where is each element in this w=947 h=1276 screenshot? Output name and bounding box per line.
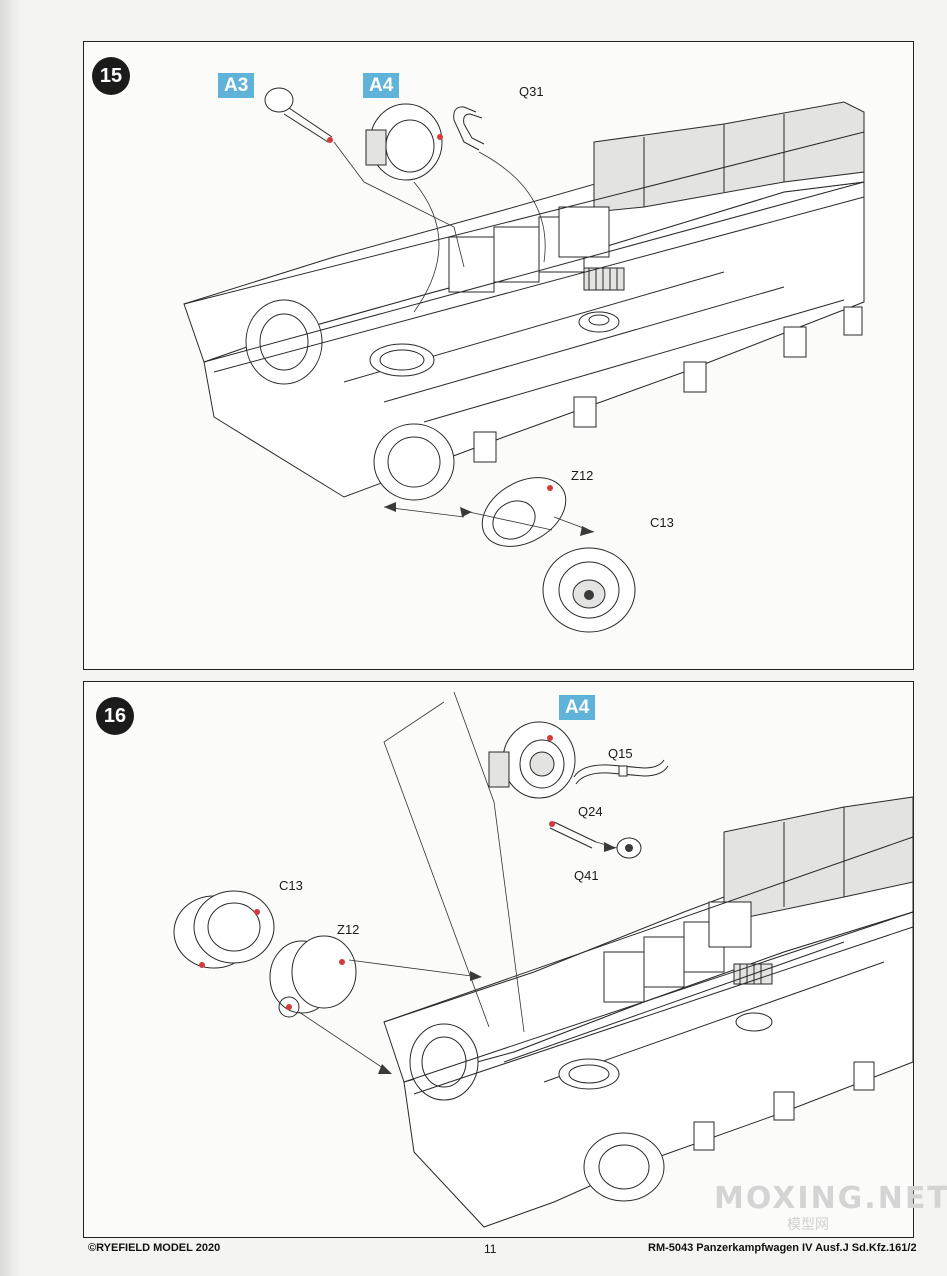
step-15-ref-a3: A3	[218, 73, 255, 98]
watermark-subtitle: 模型网	[787, 1216, 829, 1232]
step-15-illustration	[183, 87, 865, 633]
part-label-q15: Q15	[608, 746, 633, 761]
watermark-logo: MOXING.NET	[714, 1181, 947, 1216]
suspension-brackets	[473, 306, 863, 463]
step-16-ref-a4: A4	[559, 695, 596, 720]
part-label-q24: Q24	[578, 804, 603, 819]
part-a3-drive-shaft	[264, 87, 333, 143]
part-a4-final-drive	[488, 721, 576, 799]
part-label-z12: Z12	[337, 922, 360, 937]
engine-grille	[583, 267, 625, 291]
part-q24-shaft	[549, 821, 597, 849]
step-16-illustration	[173, 691, 914, 1228]
footer-copyright: ©RYEFIELD MODEL 2020	[88, 1242, 221, 1254]
part-label-c13: C13	[650, 515, 674, 530]
footer-product-title: RM-5043 Panzerkampfwagen IV Ausf.J Sd.Kf…	[648, 1242, 917, 1254]
part-c13-hub	[173, 890, 275, 969]
part-q15-pipe	[573, 759, 669, 785]
footer-page-number: 11	[484, 1242, 497, 1256]
part-label-q41: Q41	[574, 868, 599, 883]
part-c13-hub	[542, 547, 636, 633]
part-z12-ring	[269, 935, 357, 1018]
suspension-brackets	[693, 1061, 875, 1151]
step-15-ref-a4: A4	[363, 73, 400, 98]
part-label-c13: C13	[279, 878, 303, 893]
step-15-panel: 15 A3 A4 Q31 Z12 C13	[83, 41, 914, 670]
step-16-panel: 16 A4 Q15 Q24 Q41 C13 Z12	[83, 681, 914, 1238]
part-label-z12: Z12	[571, 468, 594, 483]
part-q41-coupling	[616, 837, 642, 859]
part-label-q31: Q31	[519, 84, 544, 99]
step-15-number: 15	[92, 57, 130, 95]
page-binding-edge	[0, 0, 22, 1276]
step-16-number: 16	[96, 697, 134, 735]
part-z12-ring	[481, 477, 567, 547]
part-q31-pipe	[453, 106, 485, 151]
part-a4-final-drive	[365, 103, 443, 181]
